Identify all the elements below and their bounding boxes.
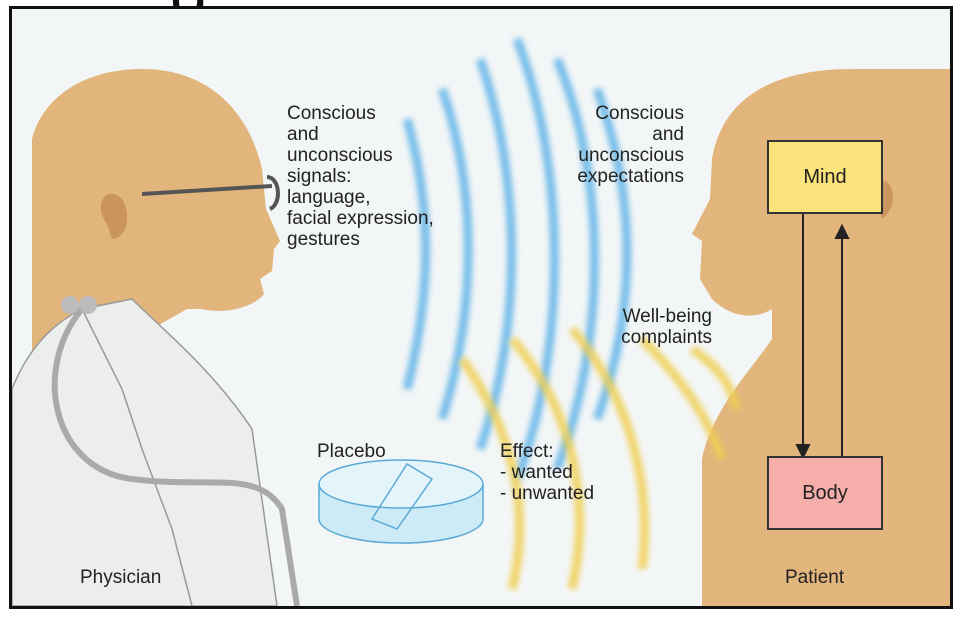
label-physician: Physician [80, 567, 161, 588]
body-box: Body [767, 456, 883, 530]
physician-coat [12, 299, 277, 606]
diagram-frame: Conscious and unconscious signals: langu… [9, 6, 953, 609]
label-effect: Effect: - wanted - unwanted [500, 441, 594, 504]
label-placebo: Placebo [317, 441, 386, 462]
placebo-pill-icon [319, 460, 483, 543]
mind-box: Mind [767, 140, 883, 214]
label-expectations: Conscious and unconscious expectations [524, 103, 684, 187]
label-patient: Patient [785, 567, 844, 588]
physician-figure [12, 69, 297, 606]
label-signals: Conscious and unconscious signals: langu… [287, 103, 434, 250]
label-wellbeing: Well-being complaints [582, 306, 712, 348]
